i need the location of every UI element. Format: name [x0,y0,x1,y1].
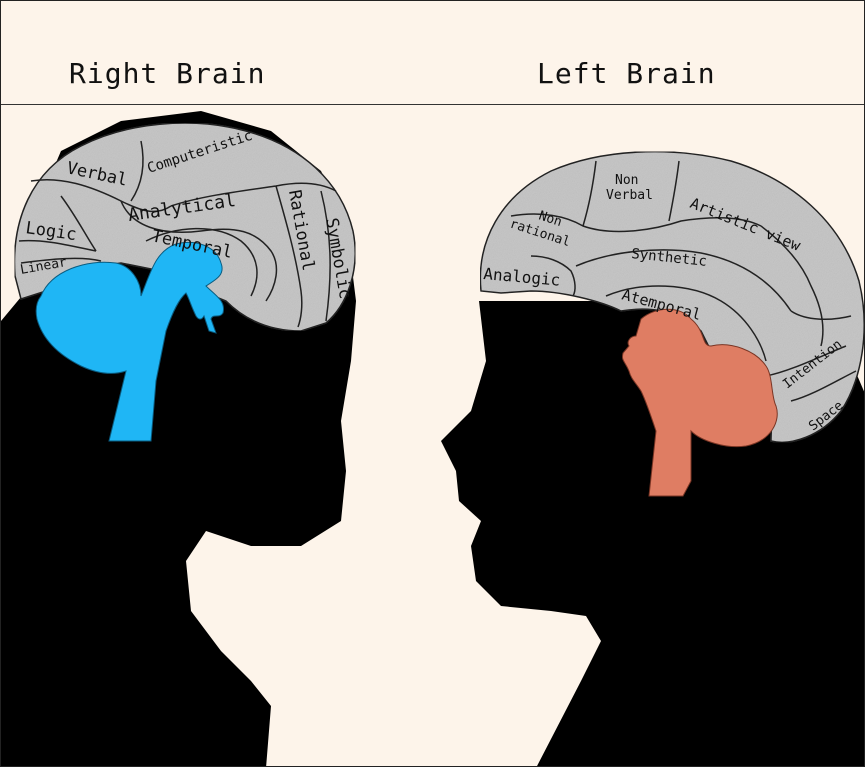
header-divider [1,104,865,105]
left-label-non-verbal-2: Verbal [606,188,653,203]
left-brain-head: Non Verbal Artistic view Non rational Sy… [441,152,865,767]
right-brain-title: Right Brain [69,57,265,90]
right-brain-head: Verbal Computeristic Logic Analytical Te… [1,111,356,767]
left-label-non-verbal-1: Non [615,173,638,188]
left-brain-title: Left Brain [537,57,716,90]
